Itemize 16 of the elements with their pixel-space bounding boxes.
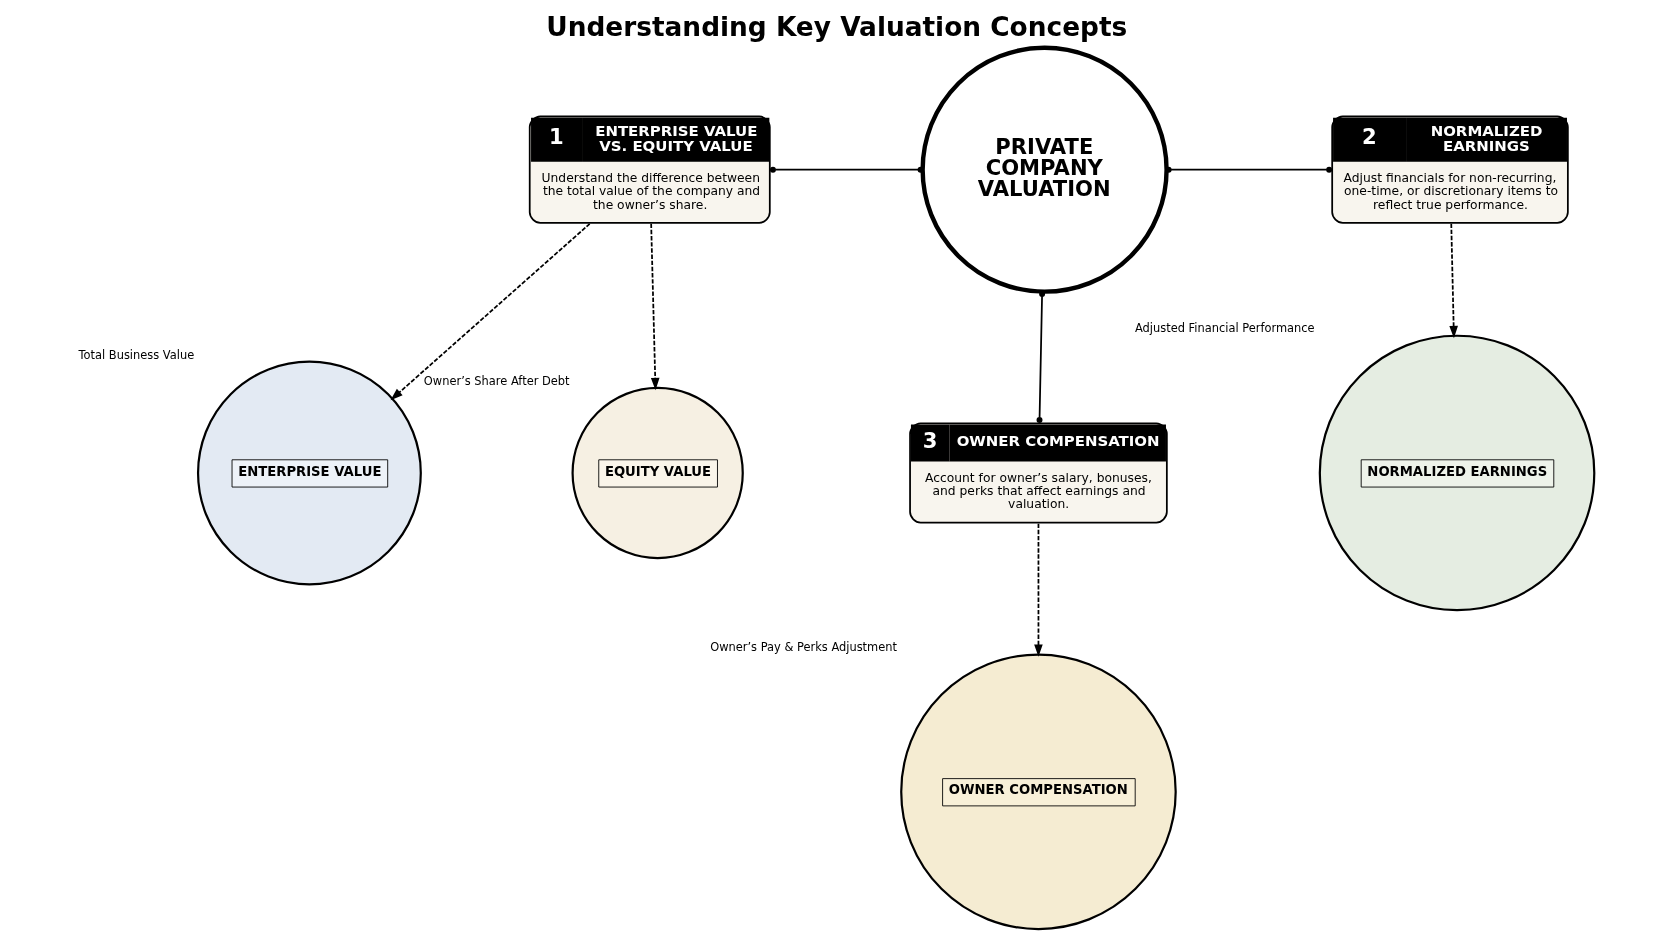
- arrow: [390, 222, 591, 401]
- connector: [769, 166, 924, 173]
- node-label: Adjusted Financial Performance: [1134, 321, 1315, 336]
- node-circle: ENTERPRISE VALUE: [196, 360, 422, 586]
- arrow: [1448, 222, 1458, 339]
- node-circle: NORMALIZED EARNINGS: [1318, 334, 1595, 612]
- arrow: [649, 222, 659, 391]
- node-label: Owner’s Share After Debt: [423, 373, 570, 388]
- node-circle: EQUITY VALUE: [571, 386, 744, 560]
- node-circle: OWNER COMPENSATION: [899, 653, 1177, 931]
- arrow: [1033, 522, 1043, 657]
- node-label: Total Business Value: [78, 347, 194, 362]
- connector: [1165, 166, 1332, 173]
- node-label: Owner’s Pay & Perks Adjustment: [709, 640, 897, 655]
- diagram-title: Understanding Key Valuation Concepts: [545, 11, 1127, 42]
- connector: [1036, 291, 1045, 423]
